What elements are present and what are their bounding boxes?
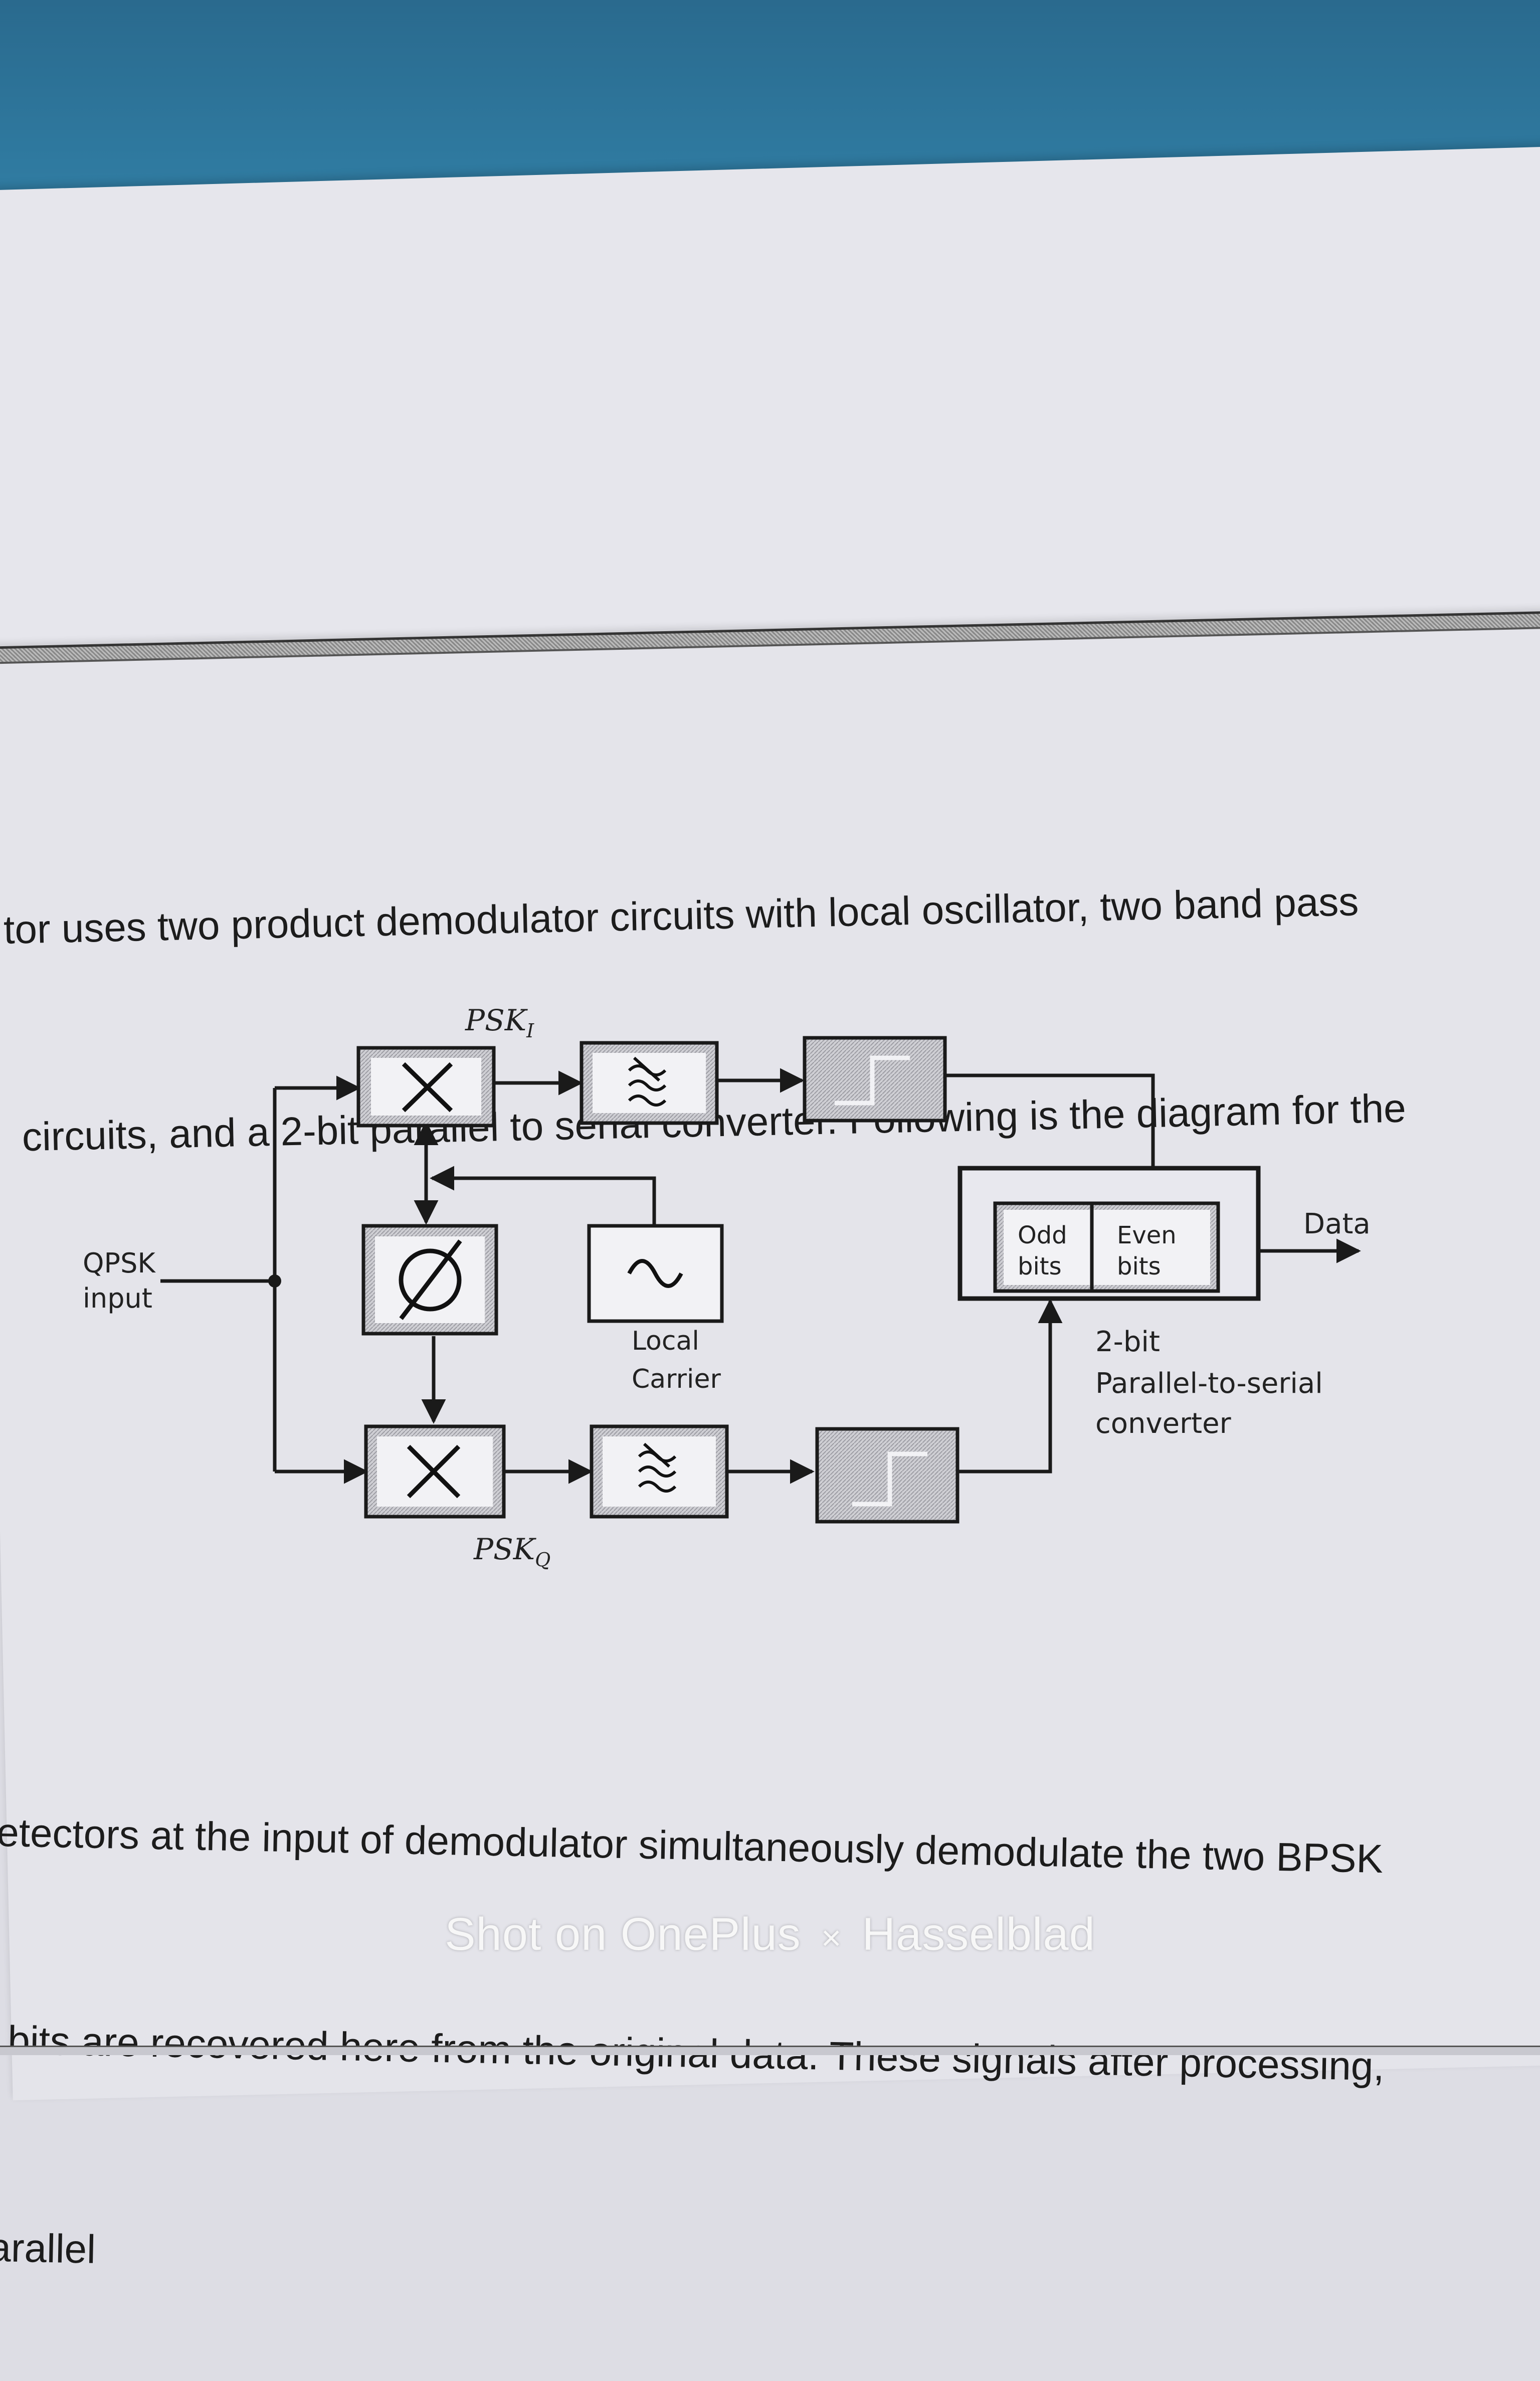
phase-shifter — [361, 1224, 498, 1336]
mixer-bottom — [364, 1424, 506, 1519]
watermark-partner: Hasselblad — [862, 1909, 1095, 1960]
text-line: arallel — [0, 2225, 96, 2272]
decision-circuit-bottom — [815, 1427, 959, 1524]
converter-label-1: 2-bit — [1095, 1326, 1160, 1358]
odd-bits-label-2: bits — [1018, 1252, 1062, 1280]
wire-carrier — [430, 1166, 656, 1224]
sine-wave-icon — [627, 1259, 683, 1288]
multiply-icon — [402, 1062, 453, 1113]
input-label: input — [83, 1283, 152, 1314]
band-pass-filter-bottom — [590, 1424, 729, 1519]
decision-circuit-top — [803, 1036, 947, 1123]
multiply-icon — [407, 1444, 461, 1499]
text-line: tor uses two product demodulator circuit… — [3, 879, 1360, 952]
parallel-to-serial-converter — [957, 1166, 1261, 1301]
qpsk-label: QPSK — [83, 1247, 156, 1279]
carrier-label: Carrier — [632, 1364, 721, 1394]
paragraph-bottom: etectors at the input of demodulator sim… — [0, 1660, 1539, 2381]
watermark-brand: Shot on OnePlus — [445, 1909, 801, 1960]
odd-bits-label: Odd — [1018, 1221, 1067, 1249]
step-icon — [835, 1055, 910, 1106]
data-label: Data — [1303, 1208, 1371, 1240]
wire-even-path — [957, 1299, 1063, 1474]
filter-icon — [628, 1056, 667, 1107]
even-bits-label: Even — [1117, 1221, 1177, 1249]
converter-label-2: Parallel-to-serial — [1095, 1367, 1323, 1400]
camera-watermark: Shot on OnePlus × Hasselblad — [0, 1908, 1540, 1961]
even-bits-label-2: bits — [1117, 1252, 1161, 1280]
converter-label-3: converter — [1095, 1407, 1232, 1440]
watermark-separator: × — [821, 1918, 842, 1957]
mixer-top — [356, 1046, 496, 1128]
text-line: etectors at the input of demodulator sim… — [0, 1809, 1384, 1882]
junction-dot — [268, 1274, 281, 1288]
local-oscillator — [587, 1224, 724, 1323]
next-page-edge — [0, 2046, 1540, 2055]
phase-shift-icon — [399, 1239, 462, 1320]
psk-i-label: PSKI — [465, 1003, 534, 1042]
local-label: Local — [632, 1326, 699, 1356]
wire-odd-path — [945, 1073, 1166, 1201]
step-icon — [852, 1451, 927, 1507]
band-pass-filter-top — [580, 1041, 719, 1125]
psk-q-label: PSKQ — [473, 1532, 550, 1571]
qpsk-demodulator-diagram: PSKI PSKQ QPSK input Local Carrier Odd b… — [0, 978, 1540, 1619]
filter-icon — [638, 1442, 677, 1493]
back-sheet — [0, 145, 1540, 692]
